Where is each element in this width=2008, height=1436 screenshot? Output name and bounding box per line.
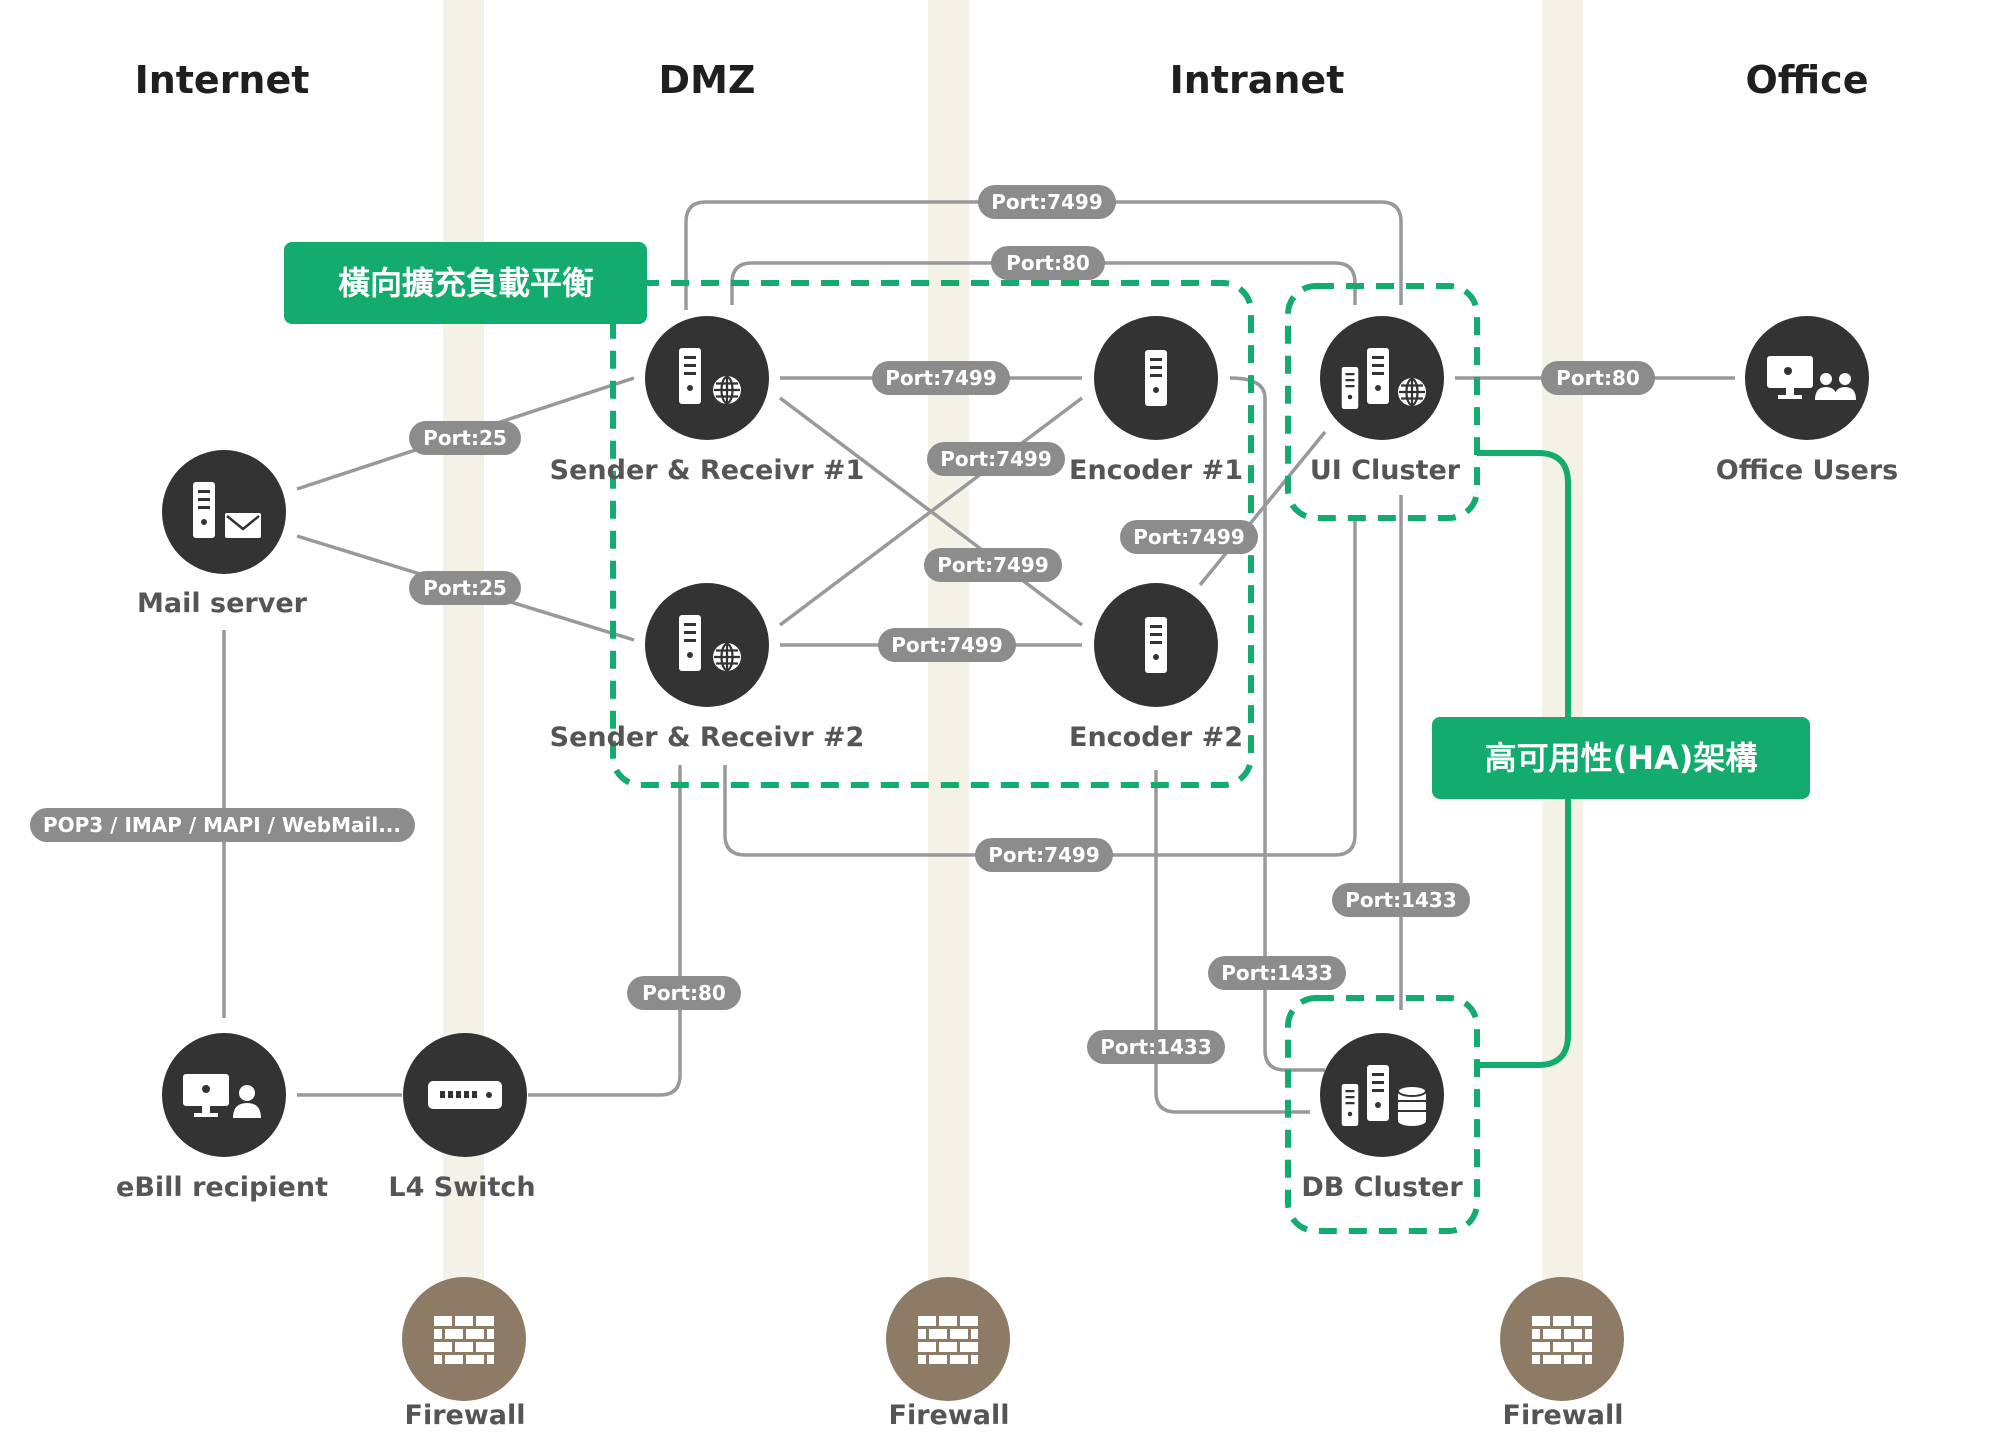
port-pill-text: Port:7499 (885, 366, 996, 390)
port-pill: Port:1433 (1087, 1030, 1225, 1064)
node-mail-server[interactable] (162, 450, 286, 574)
zone-title-office: Office (1746, 58, 1869, 102)
node-label-sender1: Sender & Receivr #1 (550, 455, 865, 486)
port-pill: Port:25 (409, 571, 521, 605)
group-label-ha: 高可用性(HA)架構 (1432, 717, 1810, 799)
node-label-ui-cluster: UI Cluster (1310, 455, 1461, 486)
node-label-encoder1: Encoder #1 (1069, 455, 1243, 486)
node-firewall-1[interactable] (402, 1277, 526, 1401)
port-pill: Port:7499 (878, 628, 1016, 662)
node-l4-switch[interactable] (403, 1033, 527, 1157)
node-label-ebill-recipient: eBill recipient (116, 1172, 328, 1203)
group-ui-ha-box (1285, 283, 1480, 521)
port-pill: Port:80 (1541, 361, 1655, 395)
network-switch-icon (428, 1081, 502, 1109)
monitor-user-icon (183, 1074, 261, 1118)
link-sender1-encoder2 (778, 396, 1084, 627)
port-pill-text: Port:7499 (891, 633, 1002, 657)
port-pill-text: Port:7499 (1133, 525, 1244, 549)
port-pill: Port:7499 (975, 838, 1113, 872)
node-label-encoder2: Encoder #2 (1069, 722, 1243, 753)
port-pill: Port:7499 (927, 442, 1065, 476)
node-office-users[interactable] (1745, 316, 1869, 440)
port-pill-text: Port:7499 (937, 553, 1048, 577)
port-pill: Port:7499 (1120, 520, 1258, 554)
port-pill-text: Port:1433 (1345, 888, 1456, 912)
node-sender1[interactable] (645, 316, 769, 440)
node-label-office-users: Office Users (1716, 455, 1898, 486)
node-encoder1[interactable] (1094, 316, 1218, 440)
node-sender2[interactable] (645, 583, 769, 707)
port-pill: Port:7499 (872, 361, 1010, 395)
port-pill-text: Port:80 (1556, 366, 1640, 390)
zone-title-internet: Internet (135, 58, 310, 102)
port-pill: Port:1433 (1208, 956, 1346, 990)
port-pill-text: Port:80 (642, 981, 726, 1005)
port-pill: Port:25 (409, 421, 521, 455)
node-label-firewall-1: Firewall (405, 1400, 526, 1431)
port-pill-text: Port:7499 (988, 843, 1099, 867)
link-switch-sender2 (528, 765, 682, 1097)
port-pill: Port:7499 (978, 185, 1116, 219)
firewall-stripe-3 (1542, 0, 1583, 1300)
node-encoder2[interactable] (1094, 583, 1218, 707)
node-label-mail-server: Mail server (137, 588, 308, 619)
port-pill-text: Port:7499 (940, 447, 1051, 471)
port-pill-text: Port:80 (1006, 251, 1090, 275)
node-ui-cluster[interactable] (1320, 316, 1444, 440)
zone-title-dmz: DMZ (659, 58, 756, 102)
server-mail-icon (193, 482, 261, 538)
server-icon (1145, 350, 1167, 406)
server-icon (1145, 617, 1167, 673)
node-label-db-cluster: DB Cluster (1301, 1172, 1463, 1203)
monitor-users-icon (1767, 356, 1856, 400)
protocol-pill: POP3 / IMAP / MAPI / WebMail... (30, 808, 415, 842)
port-pill-text: Port:25 (423, 576, 507, 600)
port-pill: Port:80 (991, 246, 1105, 280)
node-label-firewall-2: Firewall (889, 1400, 1010, 1431)
link-encoder2-db (1154, 770, 1310, 1114)
zone-title-intranet: Intranet (1170, 58, 1345, 102)
group-db-ha-box (1285, 995, 1480, 1234)
port-pill-text: Port:1433 (1221, 961, 1332, 985)
node-ebill-recipient[interactable] (162, 1033, 286, 1157)
protocol-pill-text: POP3 / IMAP / MAPI / WebMail... (43, 813, 401, 837)
node-db-cluster[interactable] (1320, 1033, 1444, 1157)
port-pill: Port:80 (627, 976, 741, 1010)
port-pill-text: Port:7499 (991, 190, 1102, 214)
group-label-ha-text: 高可用性(HA)架構 (1485, 739, 1758, 777)
node-label-firewall-3: Firewall (1503, 1400, 1624, 1431)
port-pill-text: Port:25 (423, 426, 507, 450)
node-firewall-3[interactable] (1500, 1277, 1624, 1401)
port-pill-text: Port:1433 (1100, 1035, 1211, 1059)
port-pill: Port:1433 (1332, 883, 1470, 917)
node-label-l4-switch: L4 Switch (388, 1172, 535, 1203)
link-encoder2-ui (1198, 430, 1327, 587)
port-pill: Port:7499 (924, 548, 1062, 582)
group-label-scale-out: 橫向擴充負載平衡 (284, 242, 647, 324)
node-label-sender2: Sender & Receivr #2 (550, 722, 865, 753)
group-label-scale-out-text: 橫向擴充負載平衡 (338, 264, 594, 302)
node-firewall-2[interactable] (886, 1277, 1010, 1401)
